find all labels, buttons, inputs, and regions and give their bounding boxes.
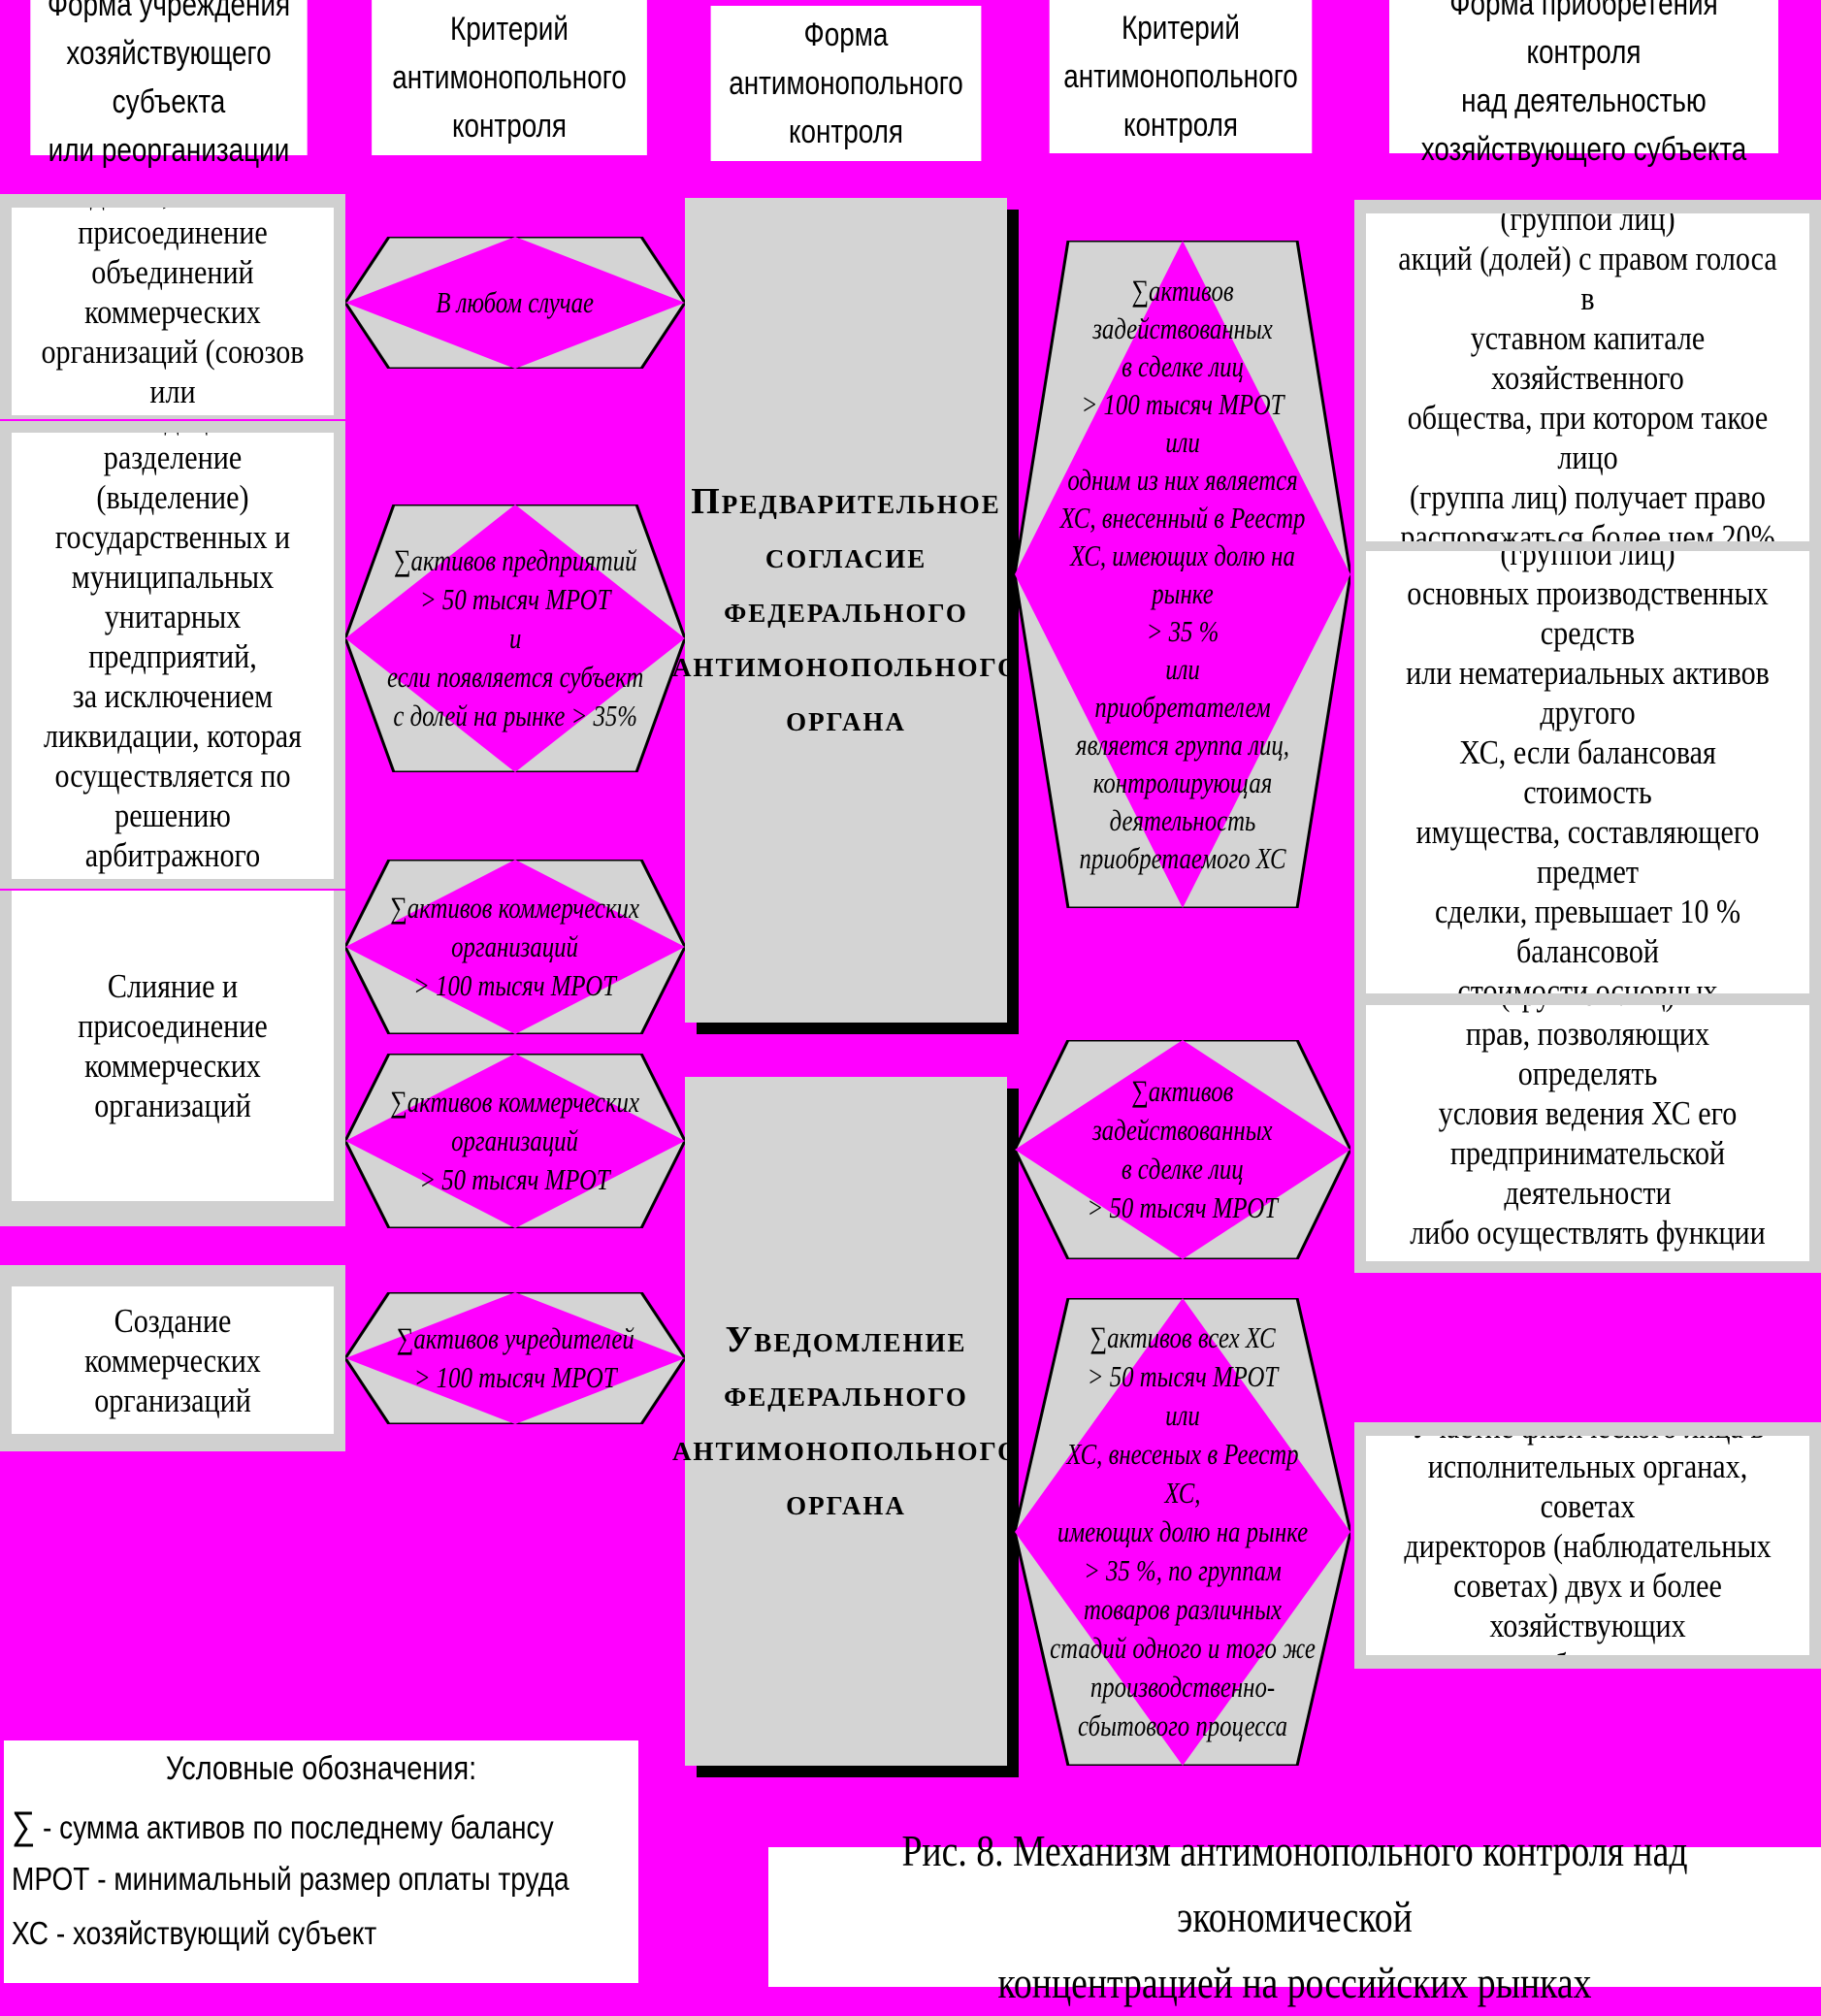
legend-row-mrot: МРОТ - минимальный размер оплаты труда: [12, 1861, 569, 1898]
hexagon-shape: [345, 1054, 685, 1228]
header-col1: Форма учреждения хозяйствующего субъекта…: [30, 0, 308, 169]
left-box-merger: Слияние и присоединение коммерческих орг…: [0, 891, 345, 1226]
header-col2: Критерий антимонопольного контроля: [372, 0, 647, 155]
legend-mrot-text: - минимальный размер оплаты труда: [89, 1861, 569, 1897]
hexagon-shape: [1015, 1298, 1350, 1766]
hexagon-shape: [345, 237, 685, 369]
sum-symbol: ∑: [12, 1805, 36, 1847]
left-criterion-enterprises: ∑активов предприятий > 50 тысяч МРОТ и е…: [345, 504, 685, 772]
center-box-notification: Уведомление федерального антимонопольног…: [672, 1077, 1018, 1766]
right-box-rights: Приобретение лицом (группой лиц) прав, п…: [1354, 1005, 1821, 1273]
left-criterion-founders: ∑активов учредителей > 100 тысяч МРОТ: [345, 1292, 685, 1424]
legend-xc-text: - хозяйствующий субъект: [49, 1915, 377, 1951]
hexagon-shape: [345, 504, 685, 772]
right-box-shares: Приобретение лицом (группой лиц) акций (…: [1354, 200, 1821, 551]
left-box-liquidation: Ликвидация и разделение (выделение) госу…: [0, 421, 345, 889]
right-box-property: Получение в собственность или пользовани…: [1354, 551, 1821, 1005]
left-criterion-commercial-50: ∑активов коммерческих организаций > 50 т…: [345, 1054, 685, 1228]
legend-sum-text: - сумма активов по последнему балансу: [35, 1809, 554, 1845]
legend-mrot-abbr: МРОТ: [12, 1861, 90, 1897]
legend-row-xc: ХС - хозяйствующий субъект: [12, 1915, 376, 1952]
left-box-creation: Создание коммерческих организаций: [0, 1265, 345, 1451]
hexagon-shape: [345, 1292, 685, 1424]
hexagon-shape: [1015, 241, 1350, 908]
header-col3: Форма антимонопольного контроля: [710, 6, 982, 161]
legend-xc-abbr: ХС: [12, 1915, 49, 1951]
right-box-participation: Участие физического лица в исполнительны…: [1354, 1422, 1821, 1669]
left-criterion-any-case: В любом случае: [345, 237, 685, 369]
center-box-prior-consent: Предварительное согласие федерального ан…: [672, 198, 1018, 1023]
right-criterion-all-hs: ∑активов всех ХС > 50 тысяч МРОТ или ХС,…: [1015, 1298, 1350, 1766]
hexagon-shape: [345, 860, 685, 1034]
right-criterion-deal-50: ∑активов задействованных в сделке лиц > …: [1015, 1040, 1350, 1259]
header-col4: Критерий антимонопольного контроля: [1049, 0, 1313, 153]
left-box-associations: Создание, слияние и присоединение объеди…: [0, 194, 345, 419]
figure-caption: Рис. 8. Механизм антимонопольного контро…: [768, 1826, 1821, 2007]
hexagon-shape: [1015, 1040, 1350, 1259]
right-criterion-consent: ∑активов задействованных в сделке лиц > …: [1015, 241, 1350, 908]
legend-row-sum: ∑ - сумма активов по последнему балансу: [12, 1805, 554, 1848]
legend-title: Условные обозначения:: [165, 1750, 477, 1787]
legend: Условные обозначения: ∑ - сумма активов …: [4, 1740, 638, 1983]
left-criterion-commercial-100: ∑активов коммерческих организаций > 100 …: [345, 860, 685, 1034]
header-col5: Форма приобретения контроля над деятельн…: [1389, 0, 1778, 168]
